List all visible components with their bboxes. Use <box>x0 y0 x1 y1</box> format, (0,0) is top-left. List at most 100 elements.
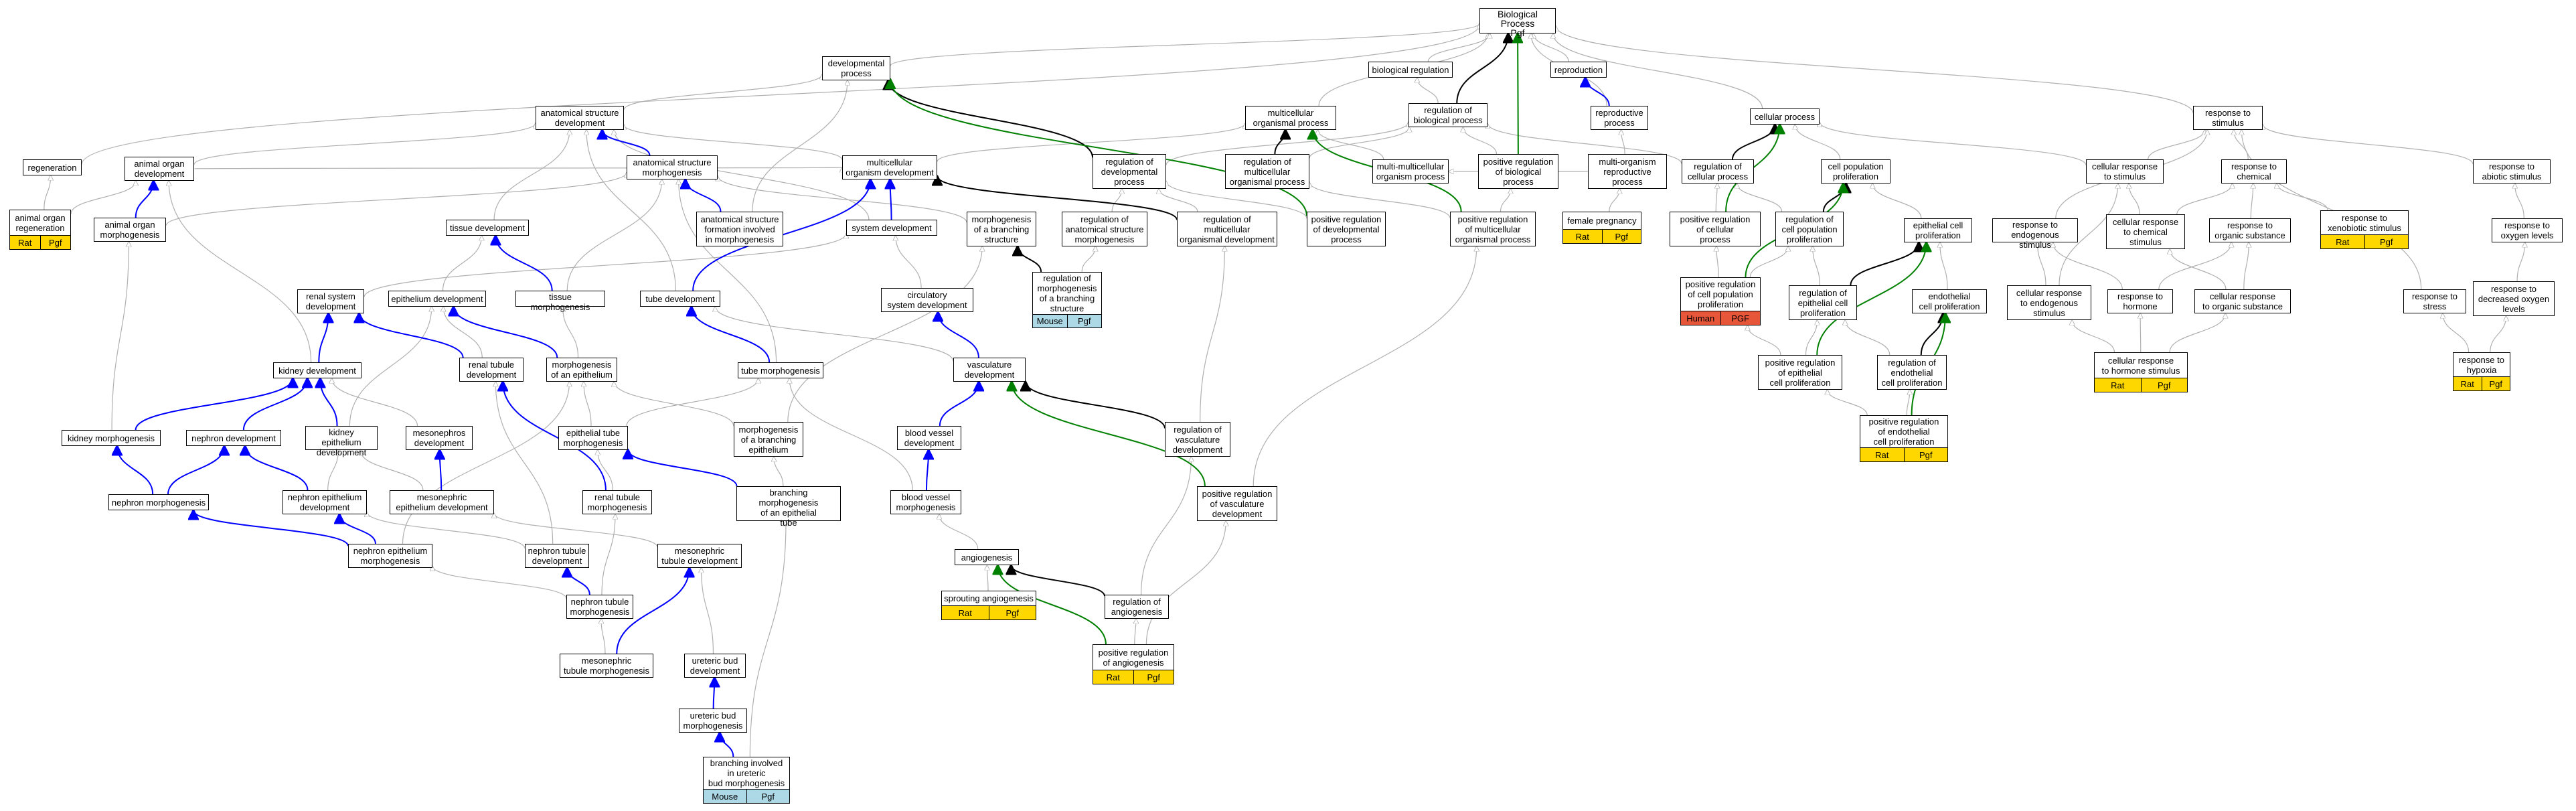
go-term-response-to-decreased-oxygen-levels[interactable]: response to decreased oxygen levels <box>2473 281 2555 316</box>
go-term-reproduction[interactable]: reproduction <box>1550 62 1607 78</box>
go-term-ureteric-bud-morphogenesis[interactable]: ureteric bud morphogenesis <box>679 709 747 733</box>
go-term-response-to-chemical[interactable]: response to chemical <box>2221 159 2287 183</box>
go-term-renal-system-development[interactable]: renal system development <box>297 289 364 313</box>
go-term-nephron-epithelium-development[interactable]: nephron epithelium development <box>283 490 367 514</box>
go-term-response-to-abiotic-stimulus[interactable]: response to abiotic stimulus <box>2473 159 2551 183</box>
go-term-mesonephric-epithelium-development[interactable]: mesonephric epithelium development <box>390 490 494 514</box>
go-term-regulation-endothelial-cell-proliferation[interactable]: regulation of endothelial cell prolifera… <box>1877 355 1947 390</box>
go-term-regeneration[interactable]: regeneration <box>23 159 82 175</box>
go-term-multicellular-organismal-process[interactable]: multicellular organismal process <box>1245 106 1336 130</box>
go-term-blood-vessel-development[interactable]: blood vessel development <box>897 426 961 450</box>
go-term-positive-regulation-cell-population-proliferation[interactable]: positive regulation of cell population p… <box>1680 277 1761 325</box>
go-term-label: biological regulation <box>1372 64 1449 75</box>
go-term-response-to-oxygen-levels[interactable]: response to oxygen levels <box>2492 218 2563 242</box>
go-term-response-to-endogenous-stimulus[interactable]: response to endogenous stimulus <box>1992 218 2078 250</box>
go-term-tube-development[interactable]: tube development <box>640 291 720 307</box>
edge-is-a <box>494 513 658 548</box>
go-term-morphogenesis-of-an-epithelium[interactable]: morphogenesis of an epithelium <box>546 358 617 382</box>
go-term-developmental-process[interactable]: developmental process <box>822 56 890 80</box>
go-term-cellular-response-to-chemical-stimulus[interactable]: cellular response to chemical stimulus <box>2106 214 2185 249</box>
go-term-regulation-biological-process[interactable]: regulation of biological process <box>1408 103 1487 127</box>
go-term-response-to-hormone[interactable]: response to hormone <box>2107 289 2173 313</box>
go-term-response-to-stress[interactable]: response to stress <box>2403 289 2466 313</box>
go-term-regulation-cell-population-proliferation[interactable]: regulation of cell population proliferat… <box>1775 212 1844 246</box>
go-term-nephron-development[interactable]: nephron development <box>186 430 281 446</box>
go-term-angiogenesis[interactable]: angiogenesis <box>955 549 1019 565</box>
go-term-morphogenesis-of-branching-epithelium[interactable]: morphogenesis of a branching epithelium <box>734 422 803 457</box>
go-term-regulation-epithelial-cell-proliferation[interactable]: regulation of epithelial cell proliferat… <box>1789 285 1857 320</box>
edge-is-a <box>584 382 592 427</box>
edge-is-a <box>1813 246 1820 286</box>
go-term-morphogenesis-branching-structure[interactable]: morphogenesis of a branching structure <box>967 212 1036 246</box>
go-term-anatomical-structure-morphogenesis[interactable]: anatomical structure morphogenesis <box>627 155 718 179</box>
go-term-positive-regulation-endothelial-cell-proliferation[interactable]: positive regulation of endothelial cell … <box>1860 415 1948 462</box>
go-term-kidney-epithelium-development[interactable]: kidney epithelium development <box>305 426 378 457</box>
go-term-epithelial-tube-morphogenesis[interactable]: epithelial tube morphogenesis <box>558 426 628 450</box>
go-term-renal-tubule-morphogenesis[interactable]: renal tubule morphogenesis <box>582 490 652 514</box>
go-term-nephron-tubule-morphogenesis[interactable]: nephron tubule morphogenesis <box>566 595 633 619</box>
go-term-biological-regulation[interactable]: biological regulation <box>1368 62 1453 78</box>
go-term-regulation-multicellular-organismal-process[interactable]: regulation of multicellular organismal p… <box>1225 154 1309 189</box>
go-term-nephron-epithelium-morphogenesis[interactable]: nephron epithelium morphogenesis <box>348 544 432 568</box>
edge-is-a <box>890 23 1479 66</box>
go-term-tissue-development[interactable]: tissue development <box>446 220 529 236</box>
go-term-branching-morphogenesis-epithelial-tube[interactable]: branching morphogenesis of an epithelial… <box>736 486 841 528</box>
go-term-blood-vessel-morphogenesis[interactable]: blood vessel morphogenesis <box>890 490 961 514</box>
go-term-kidney-development[interactable]: kidney development <box>273 362 361 378</box>
go-term-animal-organ-morphogenesis[interactable]: animal organ morphogenesis <box>94 218 166 242</box>
go-term-nephron-morphogenesis[interactable]: nephron morphogenesis <box>108 494 209 510</box>
go-term-positive-regulation-cellular-process[interactable]: positive regulation of cellular process <box>1670 212 1761 246</box>
go-term-regulation-of-angiogenesis[interactable]: regulation of angiogenesis <box>1105 595 1169 619</box>
go-term-regulation-anatomical-structure-morphogenesis[interactable]: regulation of anatomical structure morph… <box>1062 212 1147 246</box>
go-term-regulation-vasculature-development[interactable]: regulation of vasculature development <box>1165 422 1230 457</box>
go-term-response-to-organic-substance[interactable]: response to organic substance <box>2209 218 2291 242</box>
go-term-reproductive-process[interactable]: reproductive process <box>1591 106 1648 130</box>
go-term-cellular-response-to-endogenous-stimulus[interactable]: cellular response to endogenous stimulus <box>2007 285 2091 320</box>
go-term-positive-regulation-multicellular-organismal-process[interactable]: positive regulation of multicellular org… <box>1450 212 1536 246</box>
go-term-positive-regulation-epithelial-cell-proliferation[interactable]: positive regulation of epithelial cell p… <box>1758 355 1842 390</box>
root-node[interactable]: Biological Process Pgf <box>1479 8 1556 38</box>
go-term-epithelium-development[interactable]: epithelium development <box>388 291 486 307</box>
go-term-positive-regulation-biological-process[interactable]: positive regulation of biological proces… <box>1478 154 1558 189</box>
go-term-regulation-developmental-process[interactable]: regulation of developmental process <box>1093 154 1166 189</box>
go-term-kidney-morphogenesis[interactable]: kidney morphogenesis <box>62 430 161 446</box>
go-term-nephron-tubule-development[interactable]: nephron tubule development <box>525 544 589 568</box>
go-term-tube-morphogenesis[interactable]: tube morphogenesis <box>738 362 823 378</box>
go-term-ureteric-bud-development[interactable]: ureteric bud development <box>684 654 746 678</box>
go-term-tissue-morphogenesis[interactable]: tissue morphogenesis <box>515 291 605 312</box>
go-term-regulation-morphogenesis-branching-structure[interactable]: regulation of morphogenesis of a branchi… <box>1032 272 1102 328</box>
go-term-vasculature-development[interactable]: vasculature development <box>953 358 1026 382</box>
go-term-mesonephric-tubule-morphogenesis[interactable]: mesonephric tubule morphogenesis <box>560 654 653 678</box>
go-term-endothelial-cell-proliferation[interactable]: endothelial cell proliferation <box>1912 289 1987 313</box>
go-term-epithelial-cell-proliferation[interactable]: epithelial cell proliferation <box>1904 218 1972 242</box>
go-term-positive-regulation-vasculature-development[interactable]: positive regulation of vasculature devel… <box>1197 486 1277 521</box>
edge-is-a <box>1140 457 1192 595</box>
go-term-cellular-response-to-stimulus[interactable]: cellular response to stimulus <box>2086 159 2164 183</box>
go-term-renal-tubule-development[interactable]: renal tubule development <box>459 358 524 382</box>
go-term-multi-multicellular-organism-process[interactable]: multi-multicellular organism process <box>1372 159 1449 183</box>
go-term-positive-regulation-developmental-process[interactable]: positive regulation of developmental pro… <box>1307 212 1386 246</box>
go-term-animal-organ-development[interactable]: animal organ development <box>125 157 194 181</box>
go-term-mesonephros-development[interactable]: mesonephros development <box>406 426 473 450</box>
go-term-cellular-process[interactable]: cellular process <box>1750 108 1820 125</box>
go-term-multicellular-organism-development[interactable]: multicellular organism development <box>842 155 937 179</box>
go-term-regulation-multicellular-organismal-development[interactable]: regulation of multicellular organismal d… <box>1177 212 1277 246</box>
go-term-system-development[interactable]: system development <box>846 220 937 236</box>
go-term-multi-organism-reproductive-process[interactable]: multi-organism reproductive process <box>1588 154 1667 189</box>
go-term-mesonephric-tubule-development[interactable]: mesonephric tubule development <box>657 544 742 568</box>
go-term-regulation-cellular-process[interactable]: regulation of cellular process <box>1682 159 1754 183</box>
go-term-anatomical-structure-formation[interactable]: anatomical structure formation involved … <box>696 212 783 246</box>
go-term-branching-ureteric-bud[interactable]: branching involved in ureteric bud morph… <box>703 757 790 804</box>
go-term-anatomical-structure-development[interactable]: anatomical structure development <box>536 106 624 130</box>
go-term-response-to-stimulus[interactable]: response to stimulus <box>2193 106 2263 130</box>
go-term-circulatory-system-development[interactable]: circulatory system development <box>881 288 973 312</box>
go-term-cell-population-proliferation[interactable]: cell population proliferation <box>1821 159 1890 183</box>
go-term-cellular-response-to-organic-substance[interactable]: cellular response to organic substance <box>2194 289 2291 313</box>
